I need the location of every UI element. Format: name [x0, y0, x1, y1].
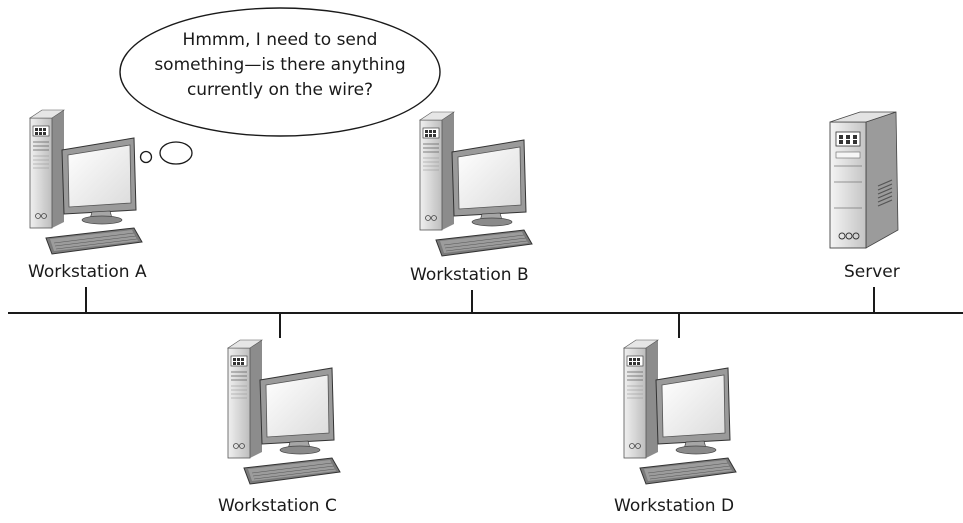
- workstation-c-icon: [227, 339, 341, 485]
- workstation-a-icon: [29, 109, 143, 255]
- thought-line-2: something—is there anything: [154, 55, 406, 75]
- thought-line-3: currently on the wire?: [186, 80, 374, 100]
- thought-bubble-text: Hmmm, I need to send something—is there …: [150, 28, 410, 103]
- workstation-b-icon: [419, 111, 533, 257]
- workstation-d-label: Workstation D: [614, 496, 735, 516]
- workstation-c-label: Workstation C: [218, 496, 337, 516]
- server-label: Server: [844, 262, 900, 282]
- thought-bubble: [119, 7, 441, 165]
- server-icon: [829, 111, 899, 249]
- workstation-b-label: Workstation B: [410, 265, 529, 285]
- workstation-a-label: Workstation A: [28, 262, 147, 282]
- thought-line-1: Hmmm, I need to send: [182, 30, 378, 50]
- workstation-d-icon: [623, 339, 737, 485]
